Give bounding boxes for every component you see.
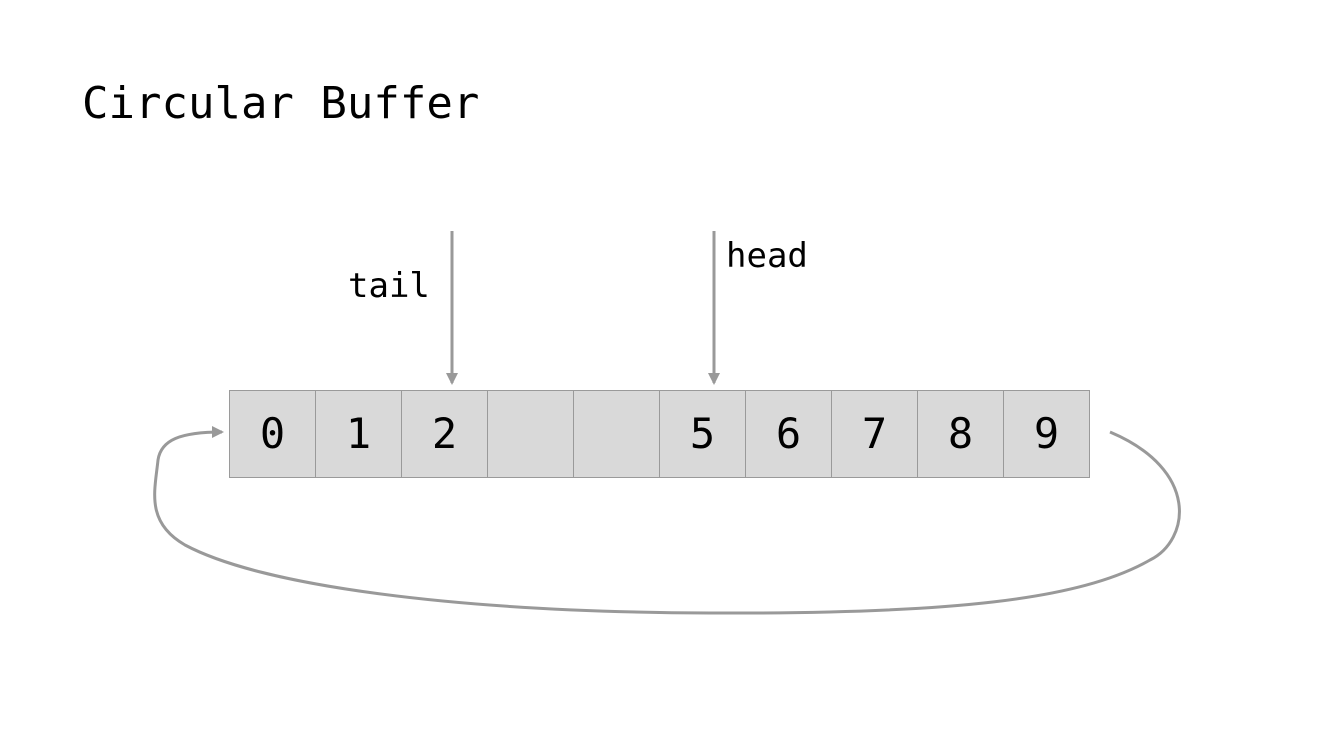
buffer-cell-1: 1 — [315, 390, 402, 478]
wraparound-arrow — [153, 426, 1181, 615]
buffer-cell-7: 7 — [831, 390, 918, 478]
buffer-array: 0 1 2 5 6 7 8 9 — [229, 390, 1090, 478]
page-title: Circular Buffer — [82, 78, 480, 129]
buffer-cell-3 — [487, 390, 574, 478]
buffer-cell-8: 8 — [917, 390, 1004, 478]
tail-label: tail — [348, 266, 430, 306]
buffer-cell-9: 9 — [1003, 390, 1090, 478]
buffer-cell-2: 2 — [401, 390, 488, 478]
buffer-cell-5: 5 — [659, 390, 746, 478]
head-label: head — [726, 236, 808, 276]
